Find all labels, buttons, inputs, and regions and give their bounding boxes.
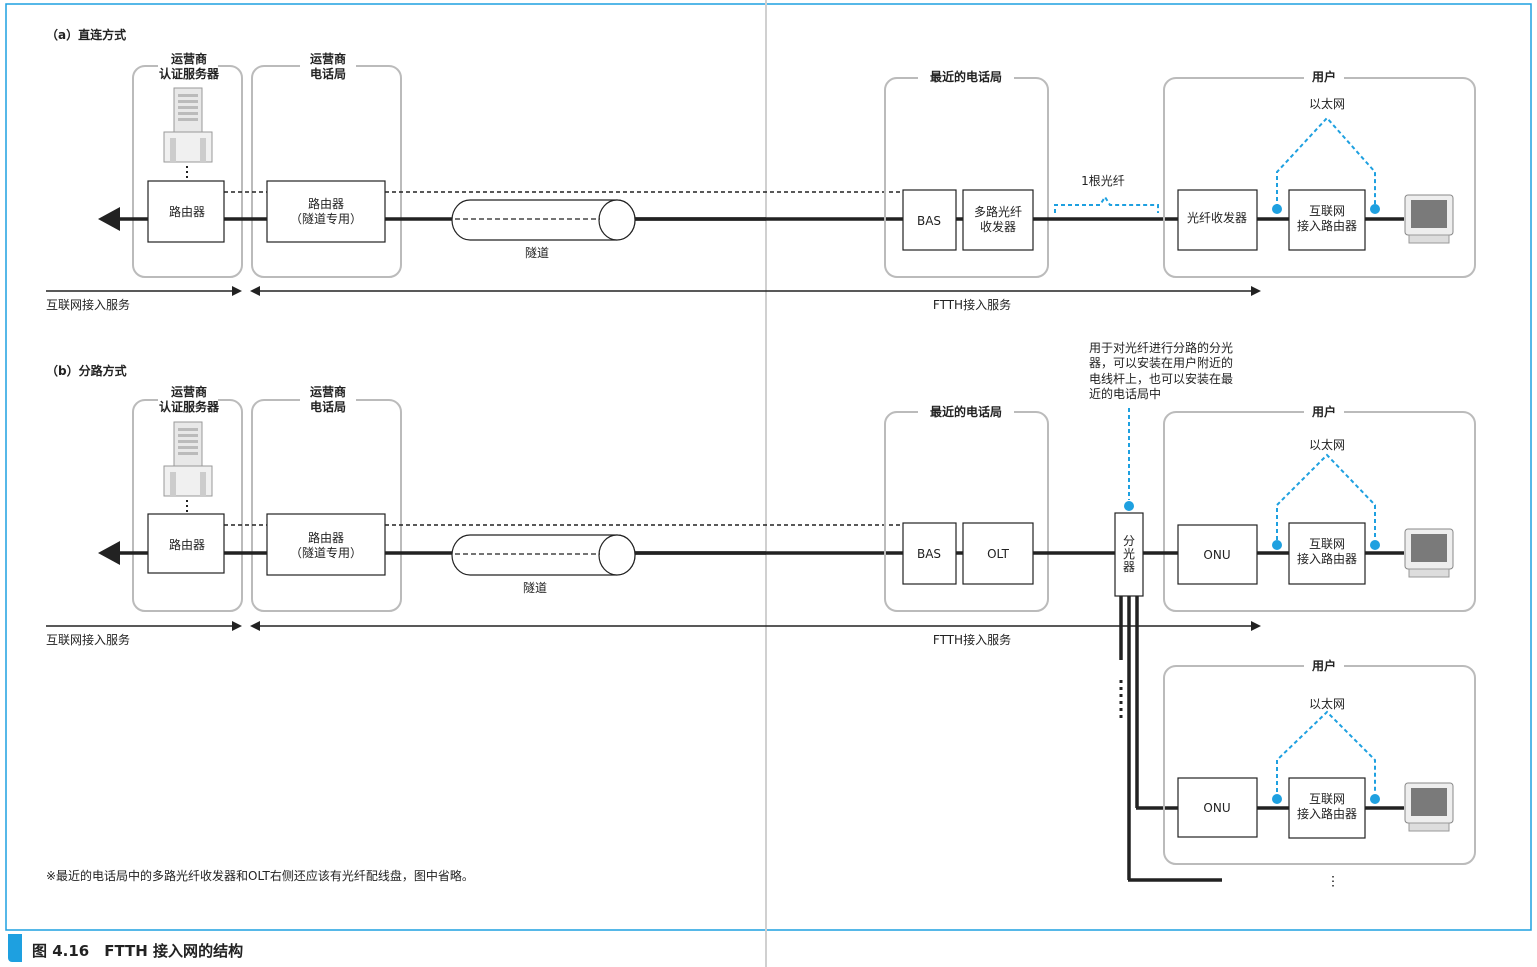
- svg-text:BAS: BAS: [917, 214, 941, 228]
- svg-text:用户: 用户: [1311, 658, 1336, 673]
- svg-text:收发器: 收发器: [980, 219, 1016, 234]
- pc-icon: [1404, 194, 1454, 244]
- router-label: 路由器: [169, 204, 205, 219]
- svg-text:互联网接入服务: 互联网接入服务: [46, 297, 130, 312]
- section-b: （b）分路方式 运营商 认证服务器 运营商 电话局 路由器 路由器 （隧道专用）…: [46, 340, 1476, 888]
- svg-text:FTTH接入服务: FTTH接入服务: [933, 632, 1011, 647]
- svg-text:电线杆上，也可以安装在最: 电线杆上，也可以安装在最: [1089, 371, 1233, 386]
- caption-marker: [8, 934, 22, 962]
- svg-text:OLT: OLT: [987, 547, 1009, 561]
- svg-text:接入路由器: 接入路由器: [1297, 218, 1357, 233]
- svg-text:隧道: 隧道: [523, 580, 547, 595]
- internet-arrow-icon-b: [98, 541, 120, 565]
- isp-auth-title-2: 认证服务器: [159, 66, 220, 81]
- onu-box: [1177, 524, 1258, 585]
- ethernet-link: [1276, 116, 1376, 208]
- isp-auth-title-1: 运营商: [171, 51, 207, 66]
- svg-text:以太网: 以太网: [1309, 437, 1345, 452]
- svg-text:多路光纤: 多路光纤: [974, 204, 1022, 219]
- svg-text:器，可以安装在用户附近的: 器，可以安装在用户附近的: [1089, 355, 1233, 370]
- transceiver-box: [1177, 189, 1258, 251]
- olt-box: [962, 522, 1034, 585]
- figure-caption: 图 4.16 FTTH 接入网的结构: [32, 942, 244, 960]
- svg-text:路由器: 路由器: [169, 537, 205, 552]
- svg-text:（隧道专用）: （隧道专用）: [290, 211, 362, 226]
- svg-text:互联网: 互联网: [1309, 204, 1345, 218]
- svg-text:认证服务器: 认证服务器: [159, 399, 220, 414]
- svg-text:器: 器: [1123, 560, 1135, 574]
- isp-office-title-2: 电话局: [310, 66, 346, 81]
- svg-text:运营商: 运营商: [310, 384, 346, 399]
- svg-text:近的电话局中: 近的电话局中: [1089, 386, 1161, 401]
- svg-text:互联网接入服务: 互联网接入服务: [46, 632, 130, 647]
- server-icon: [163, 87, 213, 163]
- section-b-label: （b）分路方式: [46, 363, 127, 378]
- svg-text:用户: 用户: [1311, 404, 1336, 419]
- server-icon-b: [163, 421, 213, 497]
- svg-text:接入路由器: 接入路由器: [1297, 551, 1357, 566]
- svg-text:ONU: ONU: [1203, 801, 1230, 815]
- pc-icon-b2: [1404, 782, 1454, 832]
- svg-text:光: 光: [1123, 547, 1135, 561]
- svg-text:（隧道专用）: （隧道专用）: [290, 545, 362, 560]
- fiber-brace: [1054, 195, 1159, 213]
- section-a-label: （a）直连方式: [46, 27, 126, 42]
- svg-text:互联网: 互联网: [1309, 792, 1345, 806]
- svg-text:用户: 用户: [1311, 69, 1336, 84]
- pc-icon-b1: [1404, 528, 1454, 578]
- svg-text:用于对光纤进行分路的分光: 用于对光纤进行分路的分光: [1089, 340, 1233, 355]
- tunnel-router-box: [266, 180, 386, 243]
- svg-text:接入路由器: 接入路由器: [1297, 806, 1357, 821]
- internet-arrow-icon: [98, 207, 120, 231]
- svg-text:运营商: 运营商: [171, 384, 207, 399]
- svg-text:以太网: 以太网: [1309, 96, 1345, 111]
- router-box: [147, 180, 225, 243]
- footnote: ※最近的电话局中的多路光纤收发器和OLT右侧还应该有光纤配线盘，图中省略。: [46, 868, 474, 883]
- svg-text:电话局: 电话局: [310, 399, 346, 414]
- net-router-box: [1288, 189, 1366, 251]
- svg-text:分: 分: [1123, 534, 1135, 548]
- svg-text:BAS: BAS: [917, 547, 941, 561]
- svg-text:最近的电话局: 最近的电话局: [930, 69, 1002, 84]
- splitter-box: [1114, 512, 1144, 597]
- svg-text:光纤收发器: 光纤收发器: [1187, 210, 1247, 225]
- svg-text:路由器: 路由器: [308, 530, 344, 545]
- section-a: （a）直连方式 运营商 认证服务器 运营商 电话局 路由器 路由器 （隧道专用）…: [46, 27, 1476, 312]
- svg-text:FTTH接入服务: FTTH接入服务: [933, 297, 1011, 312]
- isp-office-title-1: 运营商: [310, 51, 346, 66]
- svg-text:ONU: ONU: [1203, 548, 1230, 562]
- svg-text:最近的电话局: 最近的电话局: [930, 404, 1002, 419]
- svg-text:互联网: 互联网: [1309, 537, 1345, 551]
- isp-office-group: [251, 65, 402, 278]
- svg-text:以太网: 以太网: [1309, 696, 1345, 711]
- tunnel-label: 隧道: [525, 245, 549, 260]
- svg-text:1根光纤: 1根光纤: [1081, 174, 1125, 188]
- svg-text:路由器: 路由器: [308, 196, 344, 211]
- page-frame: [5, 3, 1532, 931]
